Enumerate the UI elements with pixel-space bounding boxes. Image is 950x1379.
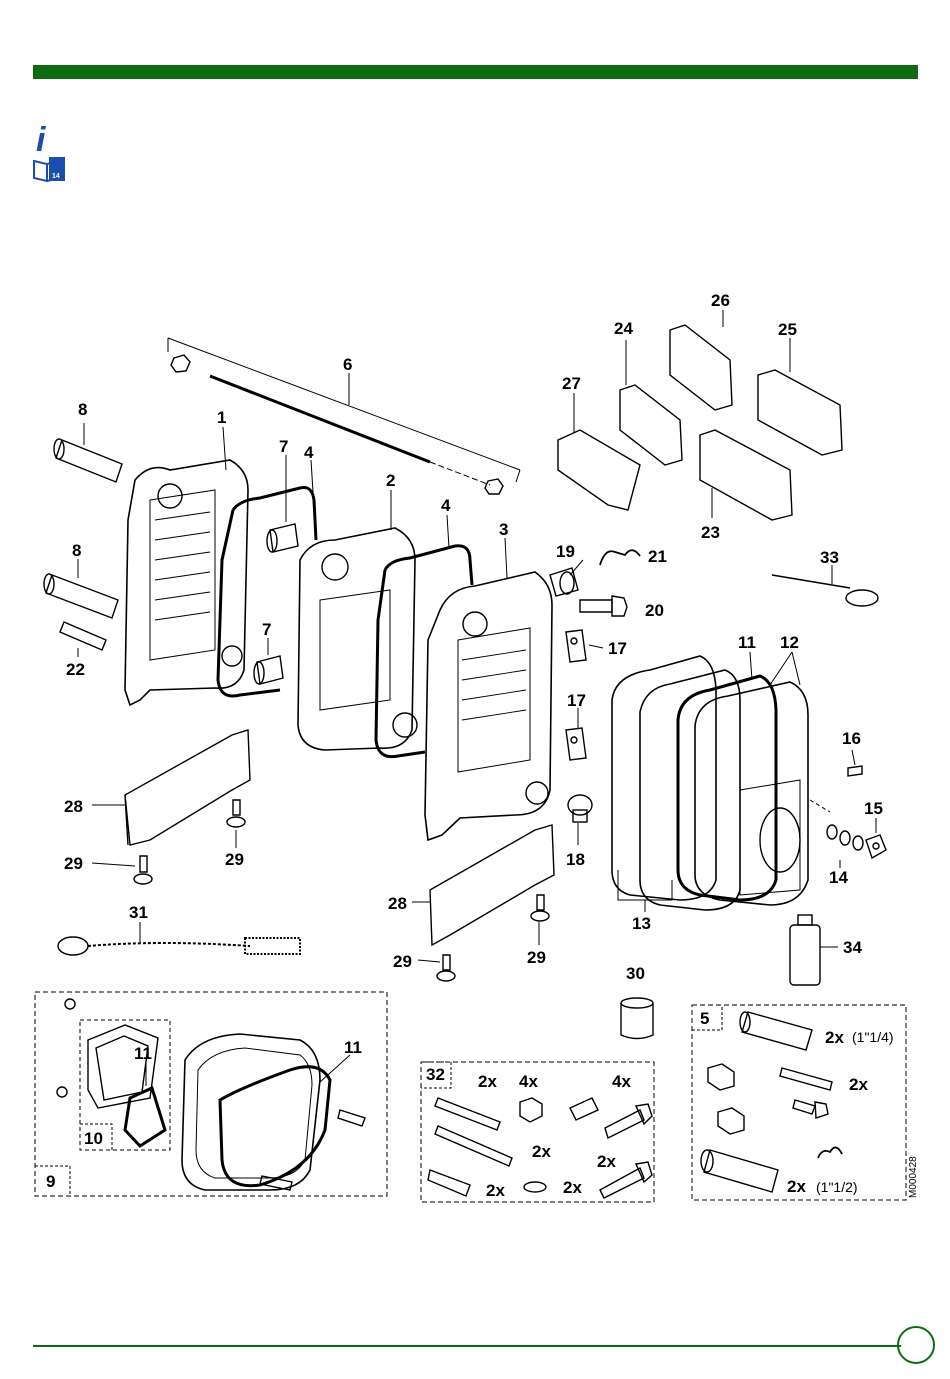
callout-9: 9 — [46, 1172, 55, 1191]
qty-label: 2x — [849, 1075, 868, 1094]
qty-label: 2x — [563, 1178, 582, 1197]
callout-6: 6 — [343, 355, 352, 374]
callout-31: 31 — [129, 903, 148, 922]
callout-17: 17 — [608, 639, 627, 658]
callout-29: 29 — [64, 854, 83, 873]
callout-16: 16 — [842, 729, 861, 748]
qty-label: 2x — [825, 1028, 844, 1047]
callout-7: 7 — [262, 620, 271, 639]
callout-10: 10 — [84, 1129, 103, 1148]
callout-7: 7 — [279, 437, 288, 456]
callout-12: 12 — [780, 633, 799, 652]
callout-17: 17 — [567, 691, 586, 710]
qty-label: 2x — [486, 1181, 505, 1200]
callout-5: 5 — [700, 1009, 709, 1028]
footer-line — [33, 1345, 901, 1347]
callout-21: 21 — [648, 547, 667, 566]
callout-13: 13 — [632, 914, 651, 933]
qty-label: 2x — [787, 1177, 806, 1196]
callout-2: 2 — [386, 471, 395, 490]
qty-label: 2x — [597, 1152, 616, 1171]
callout-8: 8 — [78, 400, 87, 419]
qty-label: 2x — [478, 1072, 497, 1091]
callout-22: 22 — [66, 660, 85, 679]
callout-26: 26 — [711, 291, 730, 310]
page-number-circle — [897, 1326, 935, 1364]
callout-27: 27 — [562, 374, 581, 393]
callout-29: 29 — [225, 850, 244, 869]
callout-14: 14 — [829, 868, 848, 887]
qty-label: 4x — [612, 1072, 631, 1091]
callout-34: 34 — [843, 938, 862, 957]
callout-32: 32 — [426, 1065, 445, 1084]
callout-23: 23 — [701, 523, 720, 542]
callout-4: 4 — [441, 496, 451, 515]
callout-11: 11 — [738, 633, 756, 652]
callout-18: 18 — [566, 850, 585, 869]
callout-4: 4 — [304, 443, 314, 462]
callout-30: 30 — [626, 964, 645, 983]
size-label: (1"1/4) — [852, 1029, 894, 1045]
callout-28: 28 — [388, 894, 407, 913]
callout-25: 25 — [778, 320, 797, 339]
callout-15: 15 — [864, 799, 883, 818]
callout-20: 20 — [645, 601, 664, 620]
callout-3: 3 — [499, 520, 508, 539]
callout-28: 28 — [64, 797, 83, 816]
callout-8: 8 — [72, 541, 81, 560]
callout-29: 29 — [527, 948, 546, 967]
callout-29: 29 — [393, 952, 412, 971]
callout-33: 33 — [820, 548, 839, 567]
callout-1: 1 — [217, 408, 226, 427]
drawing-code: M000428 — [908, 1156, 919, 1198]
callout-24: 24 — [614, 319, 633, 338]
size-label: (1"1/2) — [816, 1179, 858, 1195]
callout-19: 19 — [556, 542, 575, 561]
callout-11: 11 — [344, 1038, 362, 1057]
callout-11: 11 — [134, 1044, 152, 1063]
qty-label: 4x — [519, 1072, 538, 1091]
qty-label: 2x — [532, 1142, 551, 1161]
